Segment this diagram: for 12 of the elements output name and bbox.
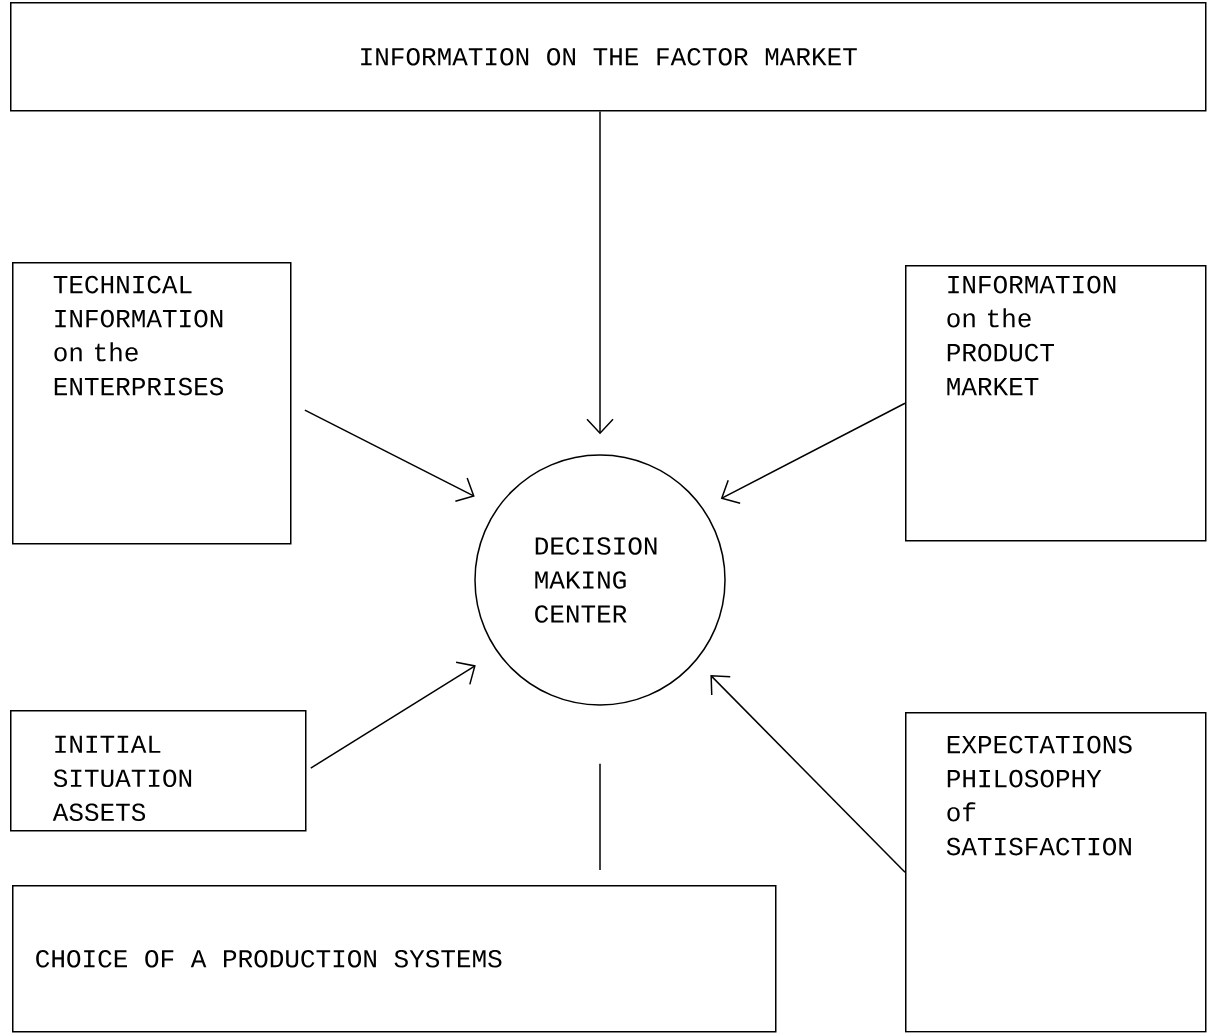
text-box: INITIAL SITUATION ASSETS (10, 710, 307, 832)
text-box: INFORMATION on the PRODUCT MARKET (905, 265, 1207, 542)
text-box: EXPECTATIONS PHILOSOPHY of SATISFACTION (905, 712, 1207, 1033)
text-box: INFORMATION ON THE FACTOR MARKET (10, 2, 1207, 112)
arrow (720, 402, 906, 505)
text-box: TECHNICAL INFORMATION on the ENTERPRISES (12, 262, 292, 545)
arrow (310, 661, 476, 769)
text-box: CHOICE OF A PRODUCTION SYSTEMS (12, 885, 777, 1033)
arrow (710, 675, 906, 873)
connector-line (599, 763, 601, 871)
arrow (586, 110, 614, 435)
arrow (304, 409, 475, 502)
